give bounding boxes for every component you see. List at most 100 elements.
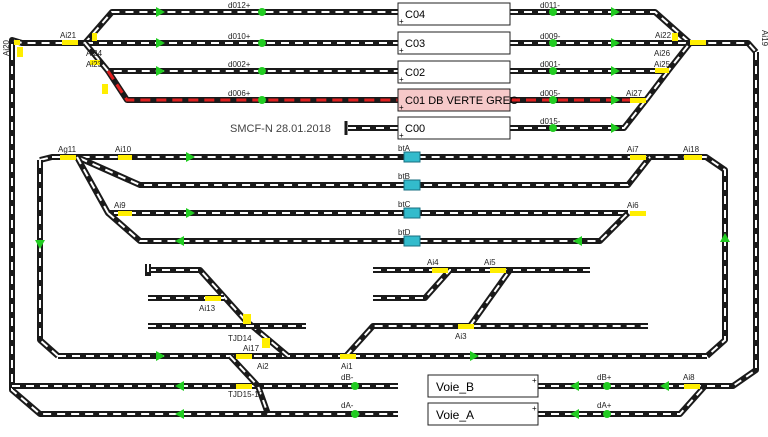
- track-box-c02[interactable]: C02+: [397, 60, 511, 84]
- track-box-c04[interactable]: C04+: [397, 2, 511, 26]
- signal-right-loop[interactable]: [720, 233, 730, 242]
- switch-ai24[interactable]: [92, 33, 97, 41]
- track-box-c00[interactable]: C00+: [397, 116, 511, 140]
- switch-ai3[interactable]: [458, 324, 474, 329]
- label-btD: btD: [398, 228, 411, 237]
- switch-ag11[interactable]: [60, 155, 76, 160]
- label-Ai4: Ai4: [427, 258, 439, 267]
- signal-c00-right[interactable]: [611, 123, 620, 133]
- label-Ai25: Ai25: [654, 60, 671, 69]
- switch-ai20[interactable]: [17, 47, 23, 57]
- signal-bt-a[interactable]: [186, 152, 195, 162]
- label-Ai23: Ai23: [86, 60, 103, 69]
- label-dBm: dB-: [341, 373, 354, 382]
- switch-ai20-top[interactable]: [14, 40, 20, 45]
- signal-voie-a-right[interactable]: [570, 409, 579, 419]
- switch-ai26[interactable]: [690, 40, 706, 45]
- label-Ai1: Ai1: [341, 362, 353, 371]
- track-box-plus: +: [399, 17, 404, 26]
- layout-title: SMCF-N 28.01.2018: [230, 123, 331, 135]
- track-c01-link-pattern: [645, 70, 669, 101]
- switch-ai9[interactable]: [118, 211, 132, 216]
- track-right-loop: [685, 154, 728, 359]
- voie-box-voie_b[interactable]: Voie_B+: [427, 374, 539, 398]
- signal-c03-left[interactable]: [156, 38, 165, 48]
- switch-ai10[interactable]: [118, 155, 132, 160]
- signal-c03-right[interactable]: [611, 38, 620, 48]
- track-box-c01[interactable]: C01 DB VERTE GREC+: [397, 88, 518, 112]
- label-Ai6: Ai6: [627, 201, 639, 210]
- switch-ai21[interactable]: [62, 40, 78, 45]
- switch-ai4[interactable]: [432, 268, 448, 273]
- signal-c02-left[interactable]: [156, 66, 165, 76]
- signal-c01-right[interactable]: [611, 95, 620, 105]
- signal-left-loop[interactable]: [35, 240, 45, 249]
- track-box-name: C01 DB VERTE GREC: [405, 95, 518, 107]
- signal-main-left[interactable]: [156, 351, 165, 361]
- switch-ai25[interactable]: [655, 68, 669, 73]
- label-TJD15: TJD15-12: [228, 390, 264, 399]
- track-box-frame: [397, 60, 511, 84]
- signal-voie-a-left[interactable]: [175, 409, 184, 419]
- switch-ai8[interactable]: [684, 384, 700, 389]
- detector-d011: [549, 8, 557, 16]
- label-d001: d001-: [540, 60, 561, 69]
- label-Ai17: Ai17: [243, 344, 260, 353]
- switch-ai6[interactable]: [630, 211, 646, 216]
- label-Ai3: Ai3: [455, 332, 467, 341]
- detector-d012: [258, 8, 266, 16]
- switch-ai27[interactable]: [630, 98, 646, 103]
- label-d012: d012+: [228, 1, 251, 10]
- switch-ai1[interactable]: [340, 354, 356, 359]
- track-c01-left-pattern: [106, 70, 398, 102]
- block-btb: [403, 179, 421, 191]
- track-boxes: C04+C03+C02+C01 DB VERTE GREC+C00+Voie_B…: [397, 2, 539, 426]
- signal-ai8[interactable]: [660, 381, 669, 391]
- track-box-name: C02: [405, 67, 425, 79]
- track-siding-7-pattern: [469, 269, 511, 327]
- signal-bt-c[interactable]: [186, 208, 195, 218]
- track-bt-d-pattern: [107, 212, 629, 242]
- switch-ai5[interactable]: [490, 268, 506, 273]
- signal-voie-b-right[interactable]: [570, 381, 579, 391]
- detector-da-plus: [603, 410, 611, 418]
- signal-voie-b-left[interactable]: [175, 381, 184, 391]
- track-box-plus: +: [399, 103, 404, 112]
- detector-db-plus: [603, 382, 611, 390]
- switch-ai7[interactable]: [630, 155, 646, 160]
- label-d006: d006+: [228, 89, 251, 98]
- label-d005: d005-: [540, 89, 561, 98]
- track-box-frame: [397, 31, 511, 55]
- detector-d010: [258, 39, 266, 47]
- signal-c04-left[interactable]: [156, 7, 165, 17]
- switch-ai23b[interactable]: [102, 84, 108, 94]
- signal-c02-right[interactable]: [611, 66, 620, 76]
- track-box-frame: [397, 88, 511, 112]
- voie-box-plus: +: [532, 376, 537, 385]
- switch-ai13[interactable]: [205, 296, 221, 301]
- track-box-frame: [397, 116, 511, 140]
- detector-d006: [258, 96, 266, 104]
- switch-tjd15[interactable]: [236, 384, 252, 389]
- switch-ai18[interactable]: [684, 155, 702, 160]
- voie-box-voie_a[interactable]: Voie_A+: [427, 402, 539, 426]
- switch-tjd14b[interactable]: [262, 338, 270, 348]
- track-voie-a-left-pattern: [229, 355, 398, 415]
- switch-ai17[interactable]: [236, 354, 252, 359]
- label-TJD14: TJD14: [228, 334, 252, 343]
- signal-bt-d-left[interactable]: [175, 236, 184, 246]
- switch-ai23[interactable]: [90, 60, 100, 65]
- track-siding-5-pattern: [373, 269, 451, 299]
- signal-c04-right[interactable]: [611, 7, 620, 17]
- track-box-name: C03: [405, 38, 425, 50]
- track-voie-a-right: [537, 384, 708, 417]
- label-Ai18: Ai18: [683, 145, 700, 154]
- signal-main-right[interactable]: [470, 351, 479, 361]
- signal-bt-d-right[interactable]: [573, 236, 582, 246]
- label-Ai24: Ai24: [86, 49, 103, 58]
- switch-tjd14[interactable]: [243, 314, 251, 324]
- track-right-loop-pattern: [685, 156, 726, 357]
- track-box-name: C04: [405, 9, 425, 21]
- track-box-c03[interactable]: C03+: [397, 31, 511, 55]
- switch-ai22[interactable]: [672, 33, 678, 41]
